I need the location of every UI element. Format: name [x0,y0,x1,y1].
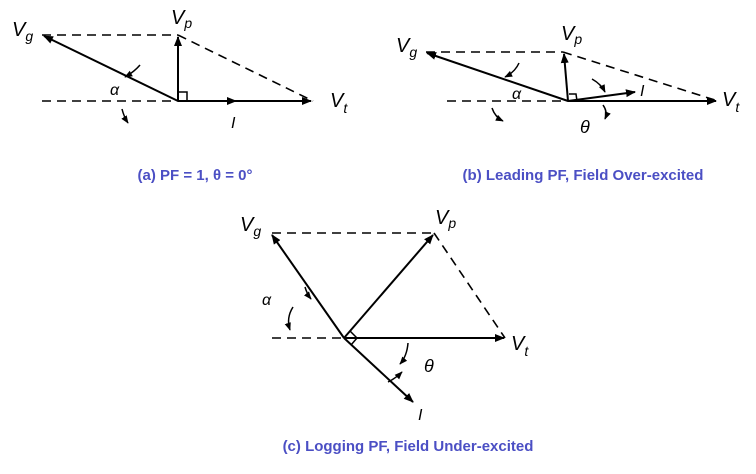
caption-c: (c) Logging PF, Field Under-excited [283,438,534,455]
alpha-lower-arc [121,108,129,124]
diagram-a: Vg Vp Vt I α (a) PF = 1, θ = 0° [12,7,348,184]
theta-label: θ [580,117,590,137]
vg-label: Vg [240,214,261,239]
current-label: I [640,83,645,100]
theta-upper-arc [387,371,403,383]
current-label: I [418,407,423,424]
alpha-upper-arc [504,62,520,78]
vp-to-vt-dashed-line [433,232,506,339]
alpha-upper-arc [304,286,312,300]
alpha-label: α [262,292,272,309]
current-phasor [567,89,636,102]
vg-phasor [271,234,345,339]
alpha-lower-arc [284,306,294,331]
theta-lower-arc [399,342,409,365]
vp-phasor [343,234,434,339]
current-label: I [231,115,236,132]
vp-label: Vp [561,23,582,47]
caption-a: (a) PF = 1, θ = 0° [138,167,253,184]
vp-label: Vp [435,207,456,231]
caption-b: (b) Leading PF, Field Over-excited [463,167,704,184]
current-phasor [343,337,414,403]
vt-label: Vt [511,333,529,359]
vp-to-vt-dashed-line [562,51,719,102]
vg-phasor [426,52,569,102]
diagram-b: Vg Vp Vt I α θ (b) Leading PF, Field Ove… [396,23,740,184]
right-angle-mark [569,93,578,102]
vg-label: Vg [396,35,417,60]
vt-label: Vt [330,90,348,116]
vp-phasor [560,53,569,102]
alpha-label: α [512,86,522,103]
vg-phasor [43,35,179,102]
theta-lower-arc [602,104,611,120]
theta-upper-arc [591,78,606,93]
alpha-upper-arc [124,64,141,78]
alpha-label: α [110,82,120,99]
vp-label: Vp [171,7,192,31]
alpha-lower-arc [491,107,504,122]
right-angle-mark [178,91,188,101]
vp-to-vt-dashed-line [177,34,314,102]
diagram-c: Vg Vp Vt I α θ (c) Logging PF, Field Und… [240,207,533,455]
theta-label: θ [424,356,434,376]
vg-label: Vg [12,19,33,44]
vt-label: Vt [722,89,740,115]
right-angle-mark [349,330,359,346]
